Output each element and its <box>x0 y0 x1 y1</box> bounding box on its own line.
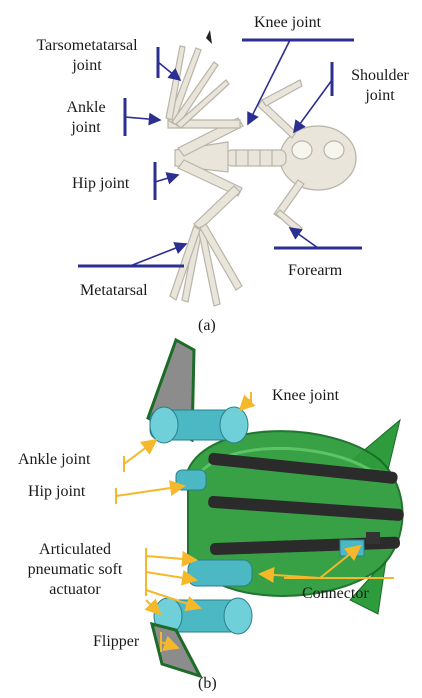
label-tarsometatarsal: Tarsometatarsal joint <box>22 36 152 76</box>
label-shoulder-joint: Shoulder joint <box>340 66 420 106</box>
label-hip-joint-a: Hip joint <box>72 174 129 194</box>
label-ankle-joint-b: Ankle joint <box>18 450 90 470</box>
label-shoulder-line1: Shoulder <box>340 66 420 86</box>
label-forearm: Forearm <box>288 261 342 281</box>
caption-b: (b) <box>198 674 217 694</box>
label-knee-joint-a: Knee joint <box>254 13 321 33</box>
label-knee-joint-b: Knee joint <box>272 386 339 406</box>
label-hip-joint-b: Hip joint <box>28 482 85 502</box>
label-actuator-line3: actuator <box>10 580 140 600</box>
label-shoulder-line2: joint <box>340 86 420 106</box>
label-actuator-line1: Articulated <box>10 540 140 560</box>
label-flipper: Flipper <box>93 632 139 652</box>
label-tarsometatarsal-line2: joint <box>22 56 152 76</box>
label-metatarsal: Metatarsal <box>80 281 148 301</box>
label-connector: Connector <box>302 584 369 604</box>
label-ankle-line2: joint <box>58 118 114 138</box>
label-tarsometatarsal-line1: Tarsometatarsal <box>22 36 152 56</box>
claw-mark <box>206 30 212 44</box>
label-actuator-line2: pneumatic soft <box>10 560 140 580</box>
label-actuator: Articulated pneumatic soft actuator <box>10 540 140 600</box>
caption-a: (a) <box>198 316 216 336</box>
label-ankle-joint-a: Ankle joint <box>58 98 114 138</box>
label-ankle-line1: Ankle <box>58 98 114 118</box>
